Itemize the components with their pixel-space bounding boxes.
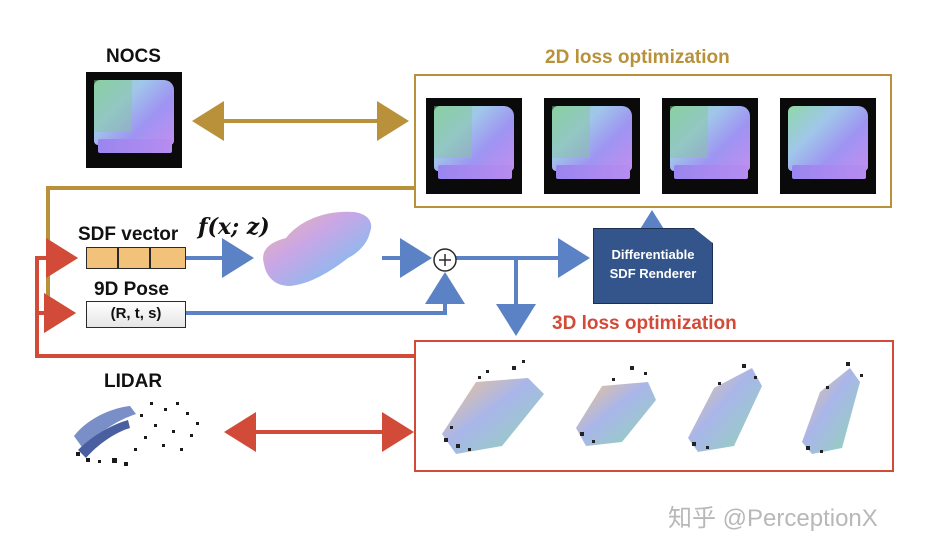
renderer-line-2: SDF Renderer (609, 266, 697, 281)
watermark-text: 知乎 @PerceptionX (668, 505, 878, 532)
loss-2d-panel (414, 74, 892, 208)
renderer-line-1: Differentiable (611, 247, 695, 262)
pointcloud-fit-4 (802, 362, 863, 454)
render-thumb-4 (780, 98, 876, 194)
lidar-label: LIDAR (104, 371, 163, 392)
red-feedback-line (35, 238, 414, 358)
render-thumb-3 (662, 98, 758, 194)
render-thumb-1 (426, 98, 522, 194)
nocs-image (86, 72, 182, 168)
pointcloud-fits (442, 360, 863, 454)
pointcloud-fit-2 (576, 366, 656, 446)
pose-to-sum-arrow (186, 272, 465, 315)
pose-label: 9D Pose (94, 279, 169, 300)
function-label: f(x; z) (198, 214, 270, 240)
pose-box: (R, t, s) (86, 301, 186, 328)
nocs-label: NOCS (106, 46, 161, 67)
sum-icon (433, 248, 457, 272)
sdf-renderer-box: Differentiable SDF Renderer (593, 228, 713, 304)
loss-3d-title: 3D loss optimization (552, 313, 737, 334)
car-mesh-icon (263, 211, 372, 286)
render-thumb-2 (544, 98, 640, 194)
lidar-pointcloud (74, 402, 199, 466)
loss-2d-title: 2D loss optimization (545, 47, 730, 68)
pointcloud-fit-3 (688, 364, 762, 452)
pointcloud-fit-1 (442, 360, 544, 454)
sdf-vector-label: SDF vector (78, 224, 179, 245)
loss-3d-panel (414, 340, 894, 472)
sdf-vector-box (86, 247, 186, 269)
